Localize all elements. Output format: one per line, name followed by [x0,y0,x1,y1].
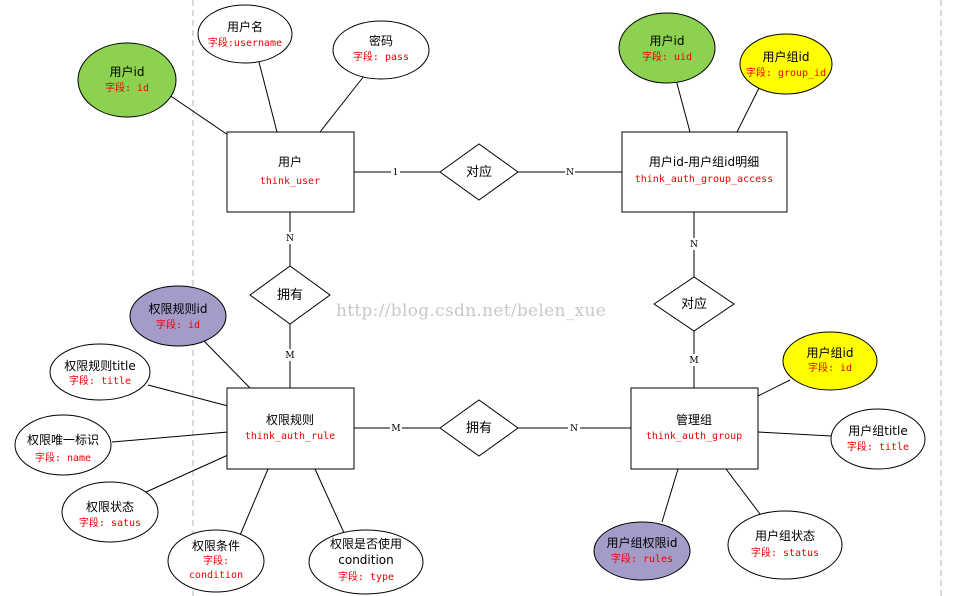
attr-rule-condition-field: 字段: [203,554,229,567]
relation-rule-group-label: 拥有 [466,421,492,436]
attr-user-name-field: 字段:username [208,36,282,49]
relation-user-rule-label: 拥有 [277,288,303,303]
entity-access-name: 用户id-用户组id明细 [649,154,759,169]
attr-rule-type-name: 权限是否使用 [330,536,402,551]
edge-rule-condition [237,468,269,541]
edge-access-uid [674,75,691,133]
attr-access-group-id-name: 用户组id [763,49,810,64]
attr-rule-id-field: 字段: id [156,318,200,331]
relation-user-access[interactable]: 对应 [439,143,519,201]
attr-rule-name[interactable]: 权限唯一标识 字段: name [14,414,112,476]
attr-group-id[interactable]: 用户组id 字段: id [782,331,878,391]
attr-rule-status[interactable]: 权限状态 字段: satus [61,481,159,543]
edge-access-groupid [736,85,761,133]
attr-access-group-id-field: 字段: group_id [746,66,826,79]
edge-rule-title [147,384,229,407]
entity-rule-table: think_auth_rule [245,431,335,442]
attr-rule-id[interactable]: 权限规则id 字段: id [129,285,227,347]
card-user-rule-top: N [286,234,294,244]
attr-user-pass-name: 密码 [369,33,393,48]
edge-rule-type [314,468,346,536]
attr-rule-status-name: 权限状态 [86,500,134,514]
card-user-rule-bottom: M [285,351,294,361]
attr-user-pass-field: 字段: pass [353,50,409,63]
entity-group-table: think_auth_group [646,431,742,442]
attr-rule-title[interactable]: 权限规则title 字段: title [49,343,151,401]
edge-group-rules [661,468,679,523]
attr-rule-condition-field2: condition [189,570,243,581]
attr-group-title-name: 用户组title [848,423,907,438]
relation-rule-group[interactable]: 拥有 [439,399,519,457]
cardinality-labels: 1 N N M N M M N [284,166,700,434]
attr-user-name-name: 用户名 [227,19,263,34]
attr-group-title-field: 字段: title [847,440,909,453]
relation-access-group[interactable]: 对应 [653,276,735,332]
attr-user-id-name: 用户id [110,64,145,79]
edge-rule-id [202,339,251,389]
relation-user-rule[interactable]: 拥有 [249,265,331,325]
entity-group[interactable]: 管理组 think_auth_group [630,387,759,470]
attr-rule-name-name: 权限唯一标识 [27,433,99,447]
attr-group-rules[interactable]: 用户组权限id 字段: rules [593,521,691,581]
attr-group-status-name: 用户组状态 [755,528,815,543]
edge-group-id [757,379,791,397]
attr-group-id-field: 字段: id [808,361,852,374]
attr-group-id-name: 用户组id [807,345,854,360]
entity-access[interactable]: 用户id-用户组id明细 think_auth_group_access [621,131,788,213]
attr-rule-title-field: 字段: title [69,374,131,387]
edge-rule-status [134,454,229,498]
attr-rule-id-name: 权限规则id [149,301,208,316]
attr-access-uid[interactable]: 用户id 字段: uid [618,12,716,84]
entity-rule[interactable]: 权限规则 think_auth_rule [226,387,355,470]
edge-group-title [757,431,832,437]
card-rule-group-left: M [391,424,400,434]
edge-group-status [725,468,764,519]
attr-group-rules-name: 用户组权限id [607,535,678,550]
card-user-access-right: N [566,168,574,178]
attr-rule-condition-name: 权限条件 [192,539,240,553]
attr-group-status-field: 字段: status [751,546,819,559]
attr-access-group-id[interactable]: 用户组id 字段: group_id [739,33,833,95]
entity-user-table: think_user [260,176,320,187]
attr-rule-condition[interactable]: 权限条件 字段: condition [167,529,265,593]
entity-user[interactable]: 用户 think_user [226,131,355,213]
card-user-access-left: 1 [393,168,399,178]
entity-rule-name: 权限规则 [266,412,314,427]
edge-user-pass [319,75,365,133]
attr-rule-type[interactable]: 权限是否使用 condition 字段: type [308,529,424,595]
relation-user-access-label: 对应 [466,164,492,180]
entity-user-name: 用户 [278,154,302,169]
attr-group-title[interactable]: 用户组title 字段: title [830,408,926,470]
attr-access-uid-field: 字段: uid [642,50,692,63]
attr-group-status[interactable]: 用户组状态 字段: status [727,510,843,580]
attr-rule-title-name: 权限规则title [64,358,135,373]
attr-user-pass[interactable]: 密码 字段: pass [332,20,430,80]
entity-access-table: think_auth_group_access [635,174,773,185]
attr-group-rules-field: 字段: rules [611,552,673,565]
edge-user-name [258,61,278,133]
attr-rule-type-field: 字段: type [338,570,394,583]
entity-group-name: 管理组 [676,412,712,427]
edge-rule-name [111,431,229,443]
attr-user-name[interactable]: 用户名 字段:username [197,4,293,64]
attr-rule-name-field: 字段: name [35,451,91,464]
relation-access-group-label: 对应 [681,296,707,312]
attr-access-uid-name: 用户id [650,33,685,48]
attr-rule-status-field: 字段: satus [79,516,141,529]
attr-rule-type-name2: condition [338,553,393,567]
card-access-group-bottom: M [689,356,698,366]
watermark: http://blog.csdn.net/belen_xue [336,301,606,321]
card-access-group-top: N [690,240,698,250]
attr-user-id-field: 字段: id [105,81,149,94]
card-rule-group-right: N [570,424,578,434]
attr-user-id[interactable]: 用户id 字段: id [77,42,177,118]
